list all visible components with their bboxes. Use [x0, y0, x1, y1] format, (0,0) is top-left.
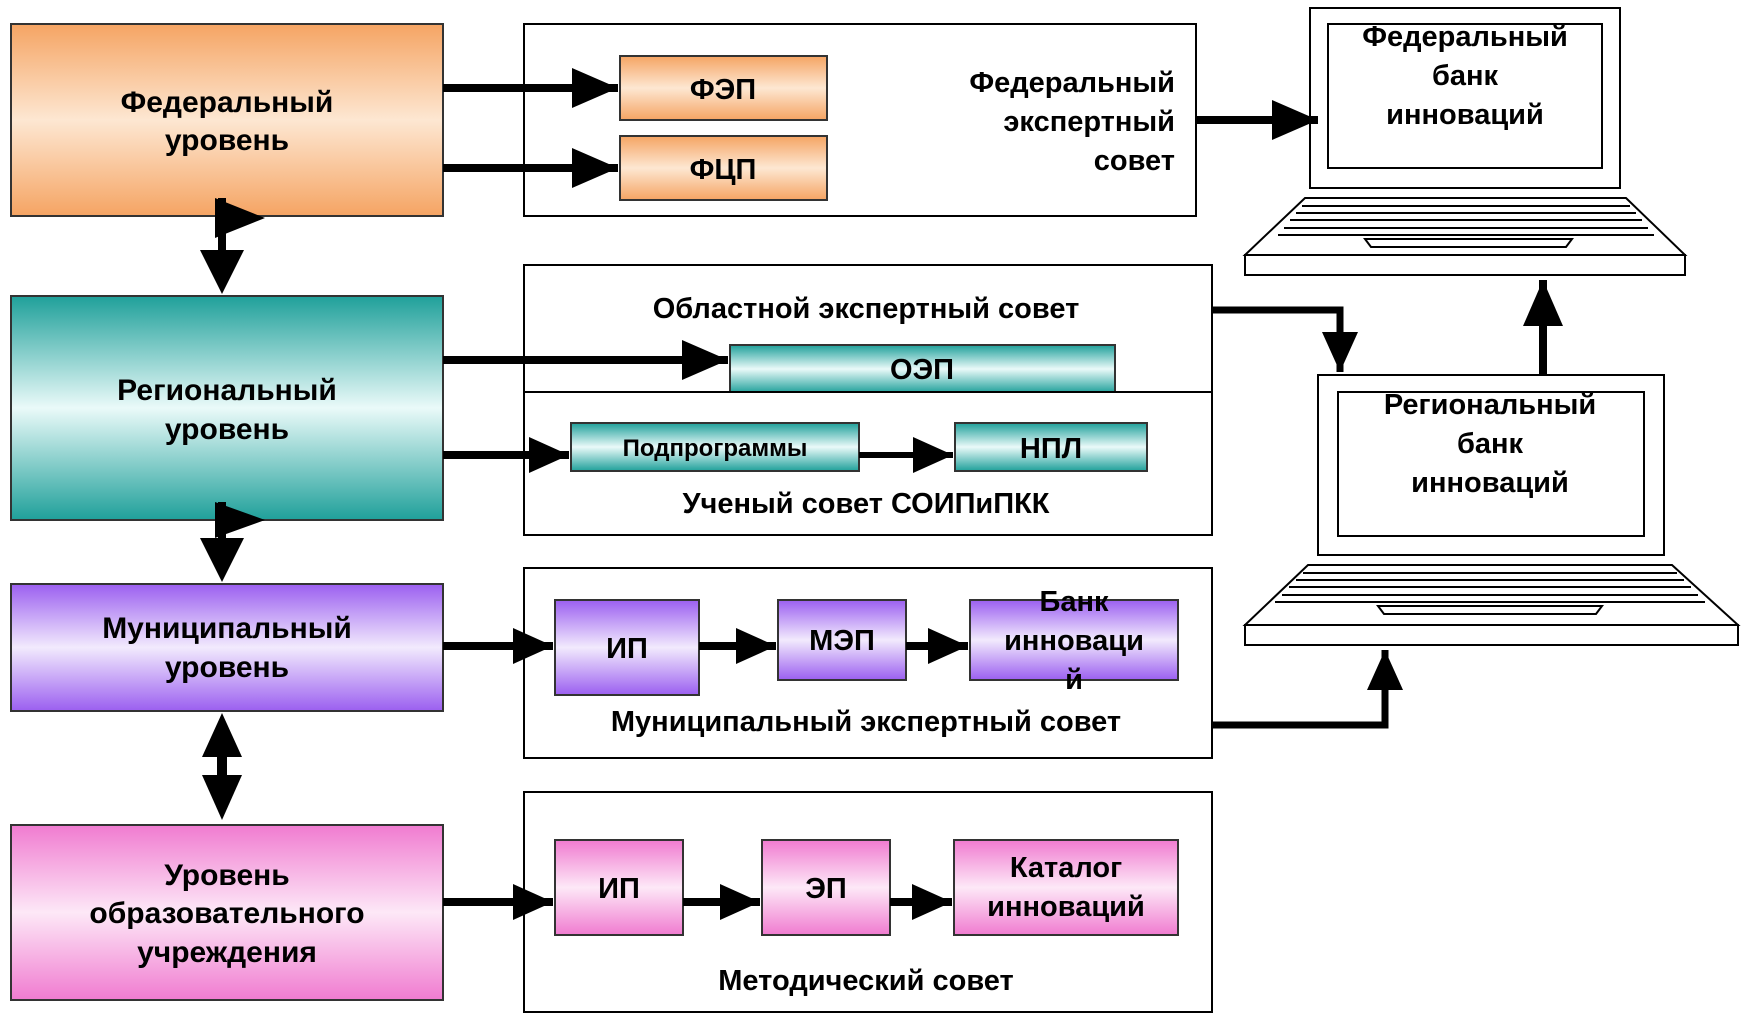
regional-bank-line1: Региональный — [1384, 389, 1596, 421]
academic-council-title: Ученый совет СОИПиПКК — [682, 488, 1049, 520]
municipal-level-label-line2: уровень — [165, 651, 289, 684]
municipal-council-to-regional-bank-arrow — [1212, 650, 1403, 729]
regional-council-title: Областной экспертный совет — [653, 293, 1080, 325]
municipal-bank-line2: инноваци — [1004, 625, 1144, 657]
ip-municipal-box — [554, 599, 700, 696]
federal-council-title-line1: Федеральный — [969, 67, 1175, 99]
ep-box — [761, 839, 891, 936]
municipal-bank-box — [969, 599, 1179, 681]
municipal-bank-line1: Банк — [1039, 586, 1108, 618]
municipal-school-double-arrow — [202, 713, 242, 820]
municipal-level-label-line1: Муниципальный — [102, 612, 352, 645]
regional-expert-council: Областной экспертный совет ОЭП — [523, 264, 1213, 394]
regional-bank-line2: банк — [1457, 428, 1524, 460]
school-level-box: Уровень образовательного учреждения — [10, 824, 444, 1001]
catalog-line1: Каталог — [1010, 852, 1122, 884]
federal-level-label-line1: Федеральный — [121, 86, 334, 119]
municipal-bank-line3: й — [1065, 664, 1083, 696]
ip-municipal-label: ИП — [606, 633, 648, 665]
ip-school-label: ИП — [598, 873, 640, 905]
academic-council: Подпрограммы НПЛ Ученый совет СОИПиПКК — [523, 391, 1213, 536]
school-level-label-line1: Уровень — [164, 859, 289, 892]
regional-level-label-line1: Региональный — [117, 374, 337, 407]
federal-bank-line1: Федеральный — [1362, 21, 1568, 53]
municipal-council-title: Муниципальный экспертный совет — [611, 706, 1121, 738]
mep-box — [777, 599, 907, 681]
regional-bank-laptop: Региональный банк инноваций — [1242, 374, 1741, 646]
ip-school-box — [554, 839, 684, 936]
regional-council-to-regional-bank-arrow — [1212, 306, 1358, 372]
methodical-council: ИП ЭП Каталог инноваций Методический сов… — [523, 791, 1213, 1013]
ep-label: ЭП — [805, 873, 846, 905]
school-level-label-line3: учреждения — [137, 936, 317, 969]
npl-box — [954, 422, 1148, 472]
catalog-line2: инноваций — [987, 891, 1145, 923]
fcp-box — [619, 135, 828, 201]
federal-level-label-line2: уровень — [165, 124, 289, 157]
federal-to-regional-arrow — [200, 198, 265, 294]
federal-level-box: Федеральный уровень — [10, 23, 444, 217]
fep-box — [619, 55, 828, 121]
federal-bank-line2: банк — [1432, 60, 1499, 92]
oep-label: ОЭП — [890, 354, 954, 386]
catalog-box — [953, 839, 1179, 936]
regional-level-box: Региональный уровень — [10, 295, 444, 521]
regional-level-label-line2: уровень — [165, 413, 289, 446]
fcp-label: ФЦП — [690, 154, 757, 186]
regional-to-municipal-arrow — [200, 502, 265, 582]
oep-box — [729, 344, 1116, 394]
municipal-expert-council: ИП МЭП Банк инноваци й Муниципальный экс… — [523, 567, 1213, 759]
regional-bank-line3: инноваций — [1411, 467, 1569, 499]
federal-bank-laptop: Федеральный банк инноваций — [1242, 7, 1688, 276]
methodical-council-title: Методический совет — [718, 965, 1013, 997]
fep-label: ФЭП — [690, 74, 756, 106]
subprograms-box — [570, 422, 860, 472]
subprograms-label: Подпрограммы — [623, 435, 808, 462]
school-level-label-line2: образовательного — [89, 897, 364, 930]
federal-council-title-line2: экспертный — [1003, 106, 1175, 138]
municipal-level-box: Муниципальный уровень — [10, 583, 444, 712]
federal-council-title-line3: совет — [1094, 145, 1175, 177]
mep-label: МЭП — [809, 625, 875, 657]
npl-label: НПЛ — [1020, 433, 1082, 465]
federal-bank-line3: инноваций — [1386, 99, 1544, 131]
federal-expert-council: Федеральный экспертный совет ФЭП ФЦП — [523, 23, 1197, 217]
